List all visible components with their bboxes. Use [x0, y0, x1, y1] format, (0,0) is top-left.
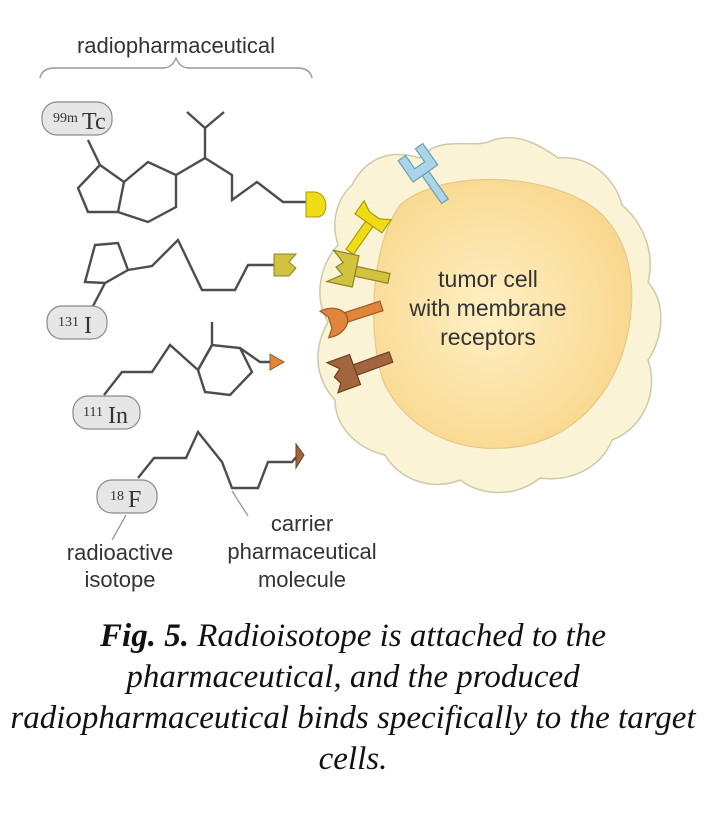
isotope-mass-i: 131: [58, 315, 79, 330]
ligand-olive: [273, 253, 298, 277]
isotope-mass-in: 111: [83, 405, 103, 420]
receptor-blue: [397, 142, 450, 205]
isotope-label-line1: radioactive: [67, 540, 173, 565]
carrier-label-line3: molecule: [258, 567, 346, 592]
molecule-i: 131 I: [46, 237, 298, 340]
caption-prefix: Fig. 5.: [100, 618, 189, 654]
cell-label-line3: receptors: [440, 324, 536, 350]
cell-label-line1: tumor cell: [438, 266, 538, 292]
radiopharmaceutical-diagram: tumor cell with membrane receptors radio…: [39, 33, 662, 592]
membrane-receptors: [318, 142, 450, 394]
isotope-badge-i: 131 I: [46, 305, 108, 340]
receptor-orange: [318, 300, 384, 339]
radiopharmaceutical-bracket: radiopharmaceutical: [39, 33, 313, 79]
ligand-brown: [295, 442, 305, 470]
cell-label-line2: with membrane: [408, 295, 566, 321]
carrier-label-line1: carrier: [271, 511, 333, 536]
isotope-symbol-i: I: [84, 313, 92, 339]
isotope-leader-line: [111, 514, 127, 541]
caption-text: Radioisotope is attached to the pharmace…: [10, 618, 696, 777]
receptor-brown: [325, 351, 394, 394]
isotope-badge-f: 18 F: [96, 479, 158, 514]
ligand-orange: [269, 353, 286, 371]
isotope-symbol-f: F: [128, 487, 141, 513]
receptor-olive: [324, 249, 391, 288]
carrier-leader-line: [231, 490, 249, 517]
ligand-yellow: [305, 191, 327, 218]
isotope-label: radioactive isotope: [67, 540, 173, 592]
molecule-f: 18 F: [96, 429, 305, 514]
isotope-badge-in: 111 In: [72, 395, 141, 430]
isotope-mass-tc: 99m: [53, 111, 78, 126]
isotope-symbol-tc: Tc: [82, 109, 106, 135]
isotope-mass-f: 18: [110, 489, 124, 504]
carrier-label: carrier pharmaceutical molecule: [227, 511, 376, 592]
bracket-label: radiopharmaceutical: [77, 33, 275, 58]
molecule-tc: 99m Tc: [41, 101, 327, 224]
isotope-label-line2: isotope: [85, 567, 156, 592]
receptor-yellow: [345, 199, 393, 256]
tumor-cell-label: tumor cell with membrane receptors: [408, 266, 566, 350]
isotope-badge-tc: 99m Tc: [41, 101, 113, 136]
carrier-label-line2: pharmaceutical: [227, 539, 376, 564]
isotope-symbol-in: In: [108, 403, 128, 429]
figure-caption: Fig. 5. Radioisotope is attached to the …: [0, 616, 706, 780]
molecule-in: 111 In: [72, 322, 286, 430]
